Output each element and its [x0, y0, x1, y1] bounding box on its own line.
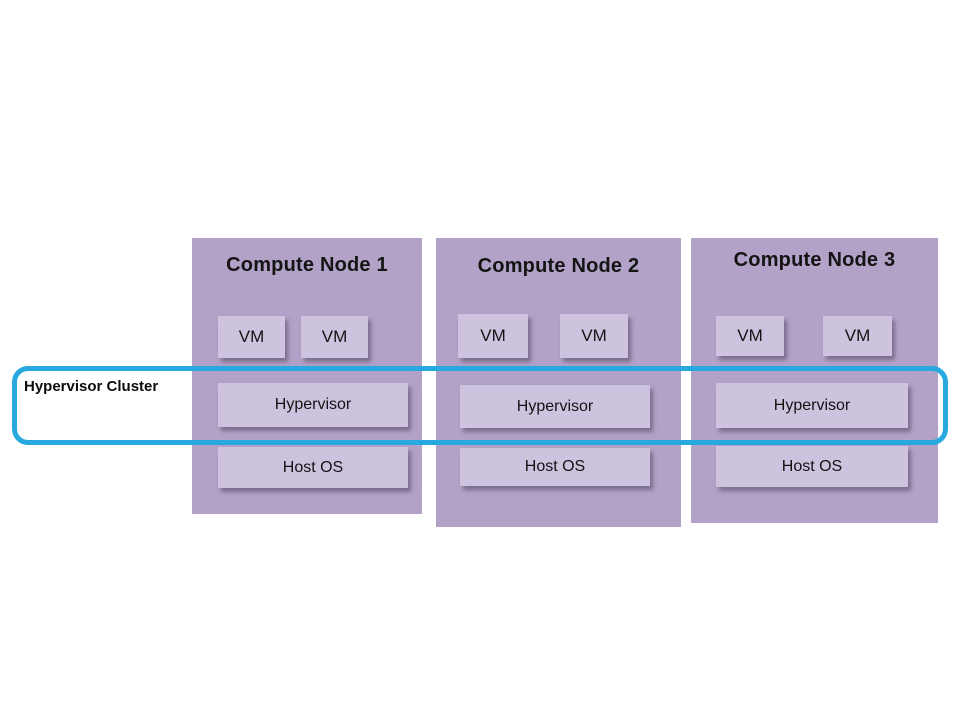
node3-vm2-box: VM [823, 316, 892, 356]
node2-hypervisor-box: Hypervisor [460, 385, 650, 428]
compute-node-1-title: Compute Node 1 [226, 254, 388, 276]
compute-node-2-title: Compute Node 2 [477, 255, 640, 277]
node1-host-os-box: Host OS [218, 447, 408, 488]
node1-vm2-box: VM [301, 316, 368, 358]
node3-vm1-box: VM [716, 316, 784, 356]
node2-host-os-box: Host OS [460, 448, 650, 486]
node3-host-os-box: Host OS [716, 446, 908, 487]
node1-vm1-box: VM [218, 316, 285, 358]
compute-node-3-title: Compute Node 3 [733, 249, 896, 271]
node1-hypervisor-box: Hypervisor [218, 383, 408, 427]
node2-vm2-box: VM [560, 314, 628, 358]
compute-node-1-box: Compute Node 1 VM VM Hypervisor Host OS [192, 238, 422, 514]
compute-node-3-box: Compute Node 3 VM VM Hypervisor Host OS [691, 238, 938, 523]
hypervisor-cluster-label: Hypervisor Cluster [24, 378, 159, 395]
node3-hypervisor-box: Hypervisor [716, 383, 908, 428]
compute-node-2-box: Compute Node 2 VM VM Hypervisor Host OS [436, 238, 681, 527]
hypervisor-cluster-ring [12, 366, 948, 445]
node2-vm1-box: VM [458, 314, 528, 358]
